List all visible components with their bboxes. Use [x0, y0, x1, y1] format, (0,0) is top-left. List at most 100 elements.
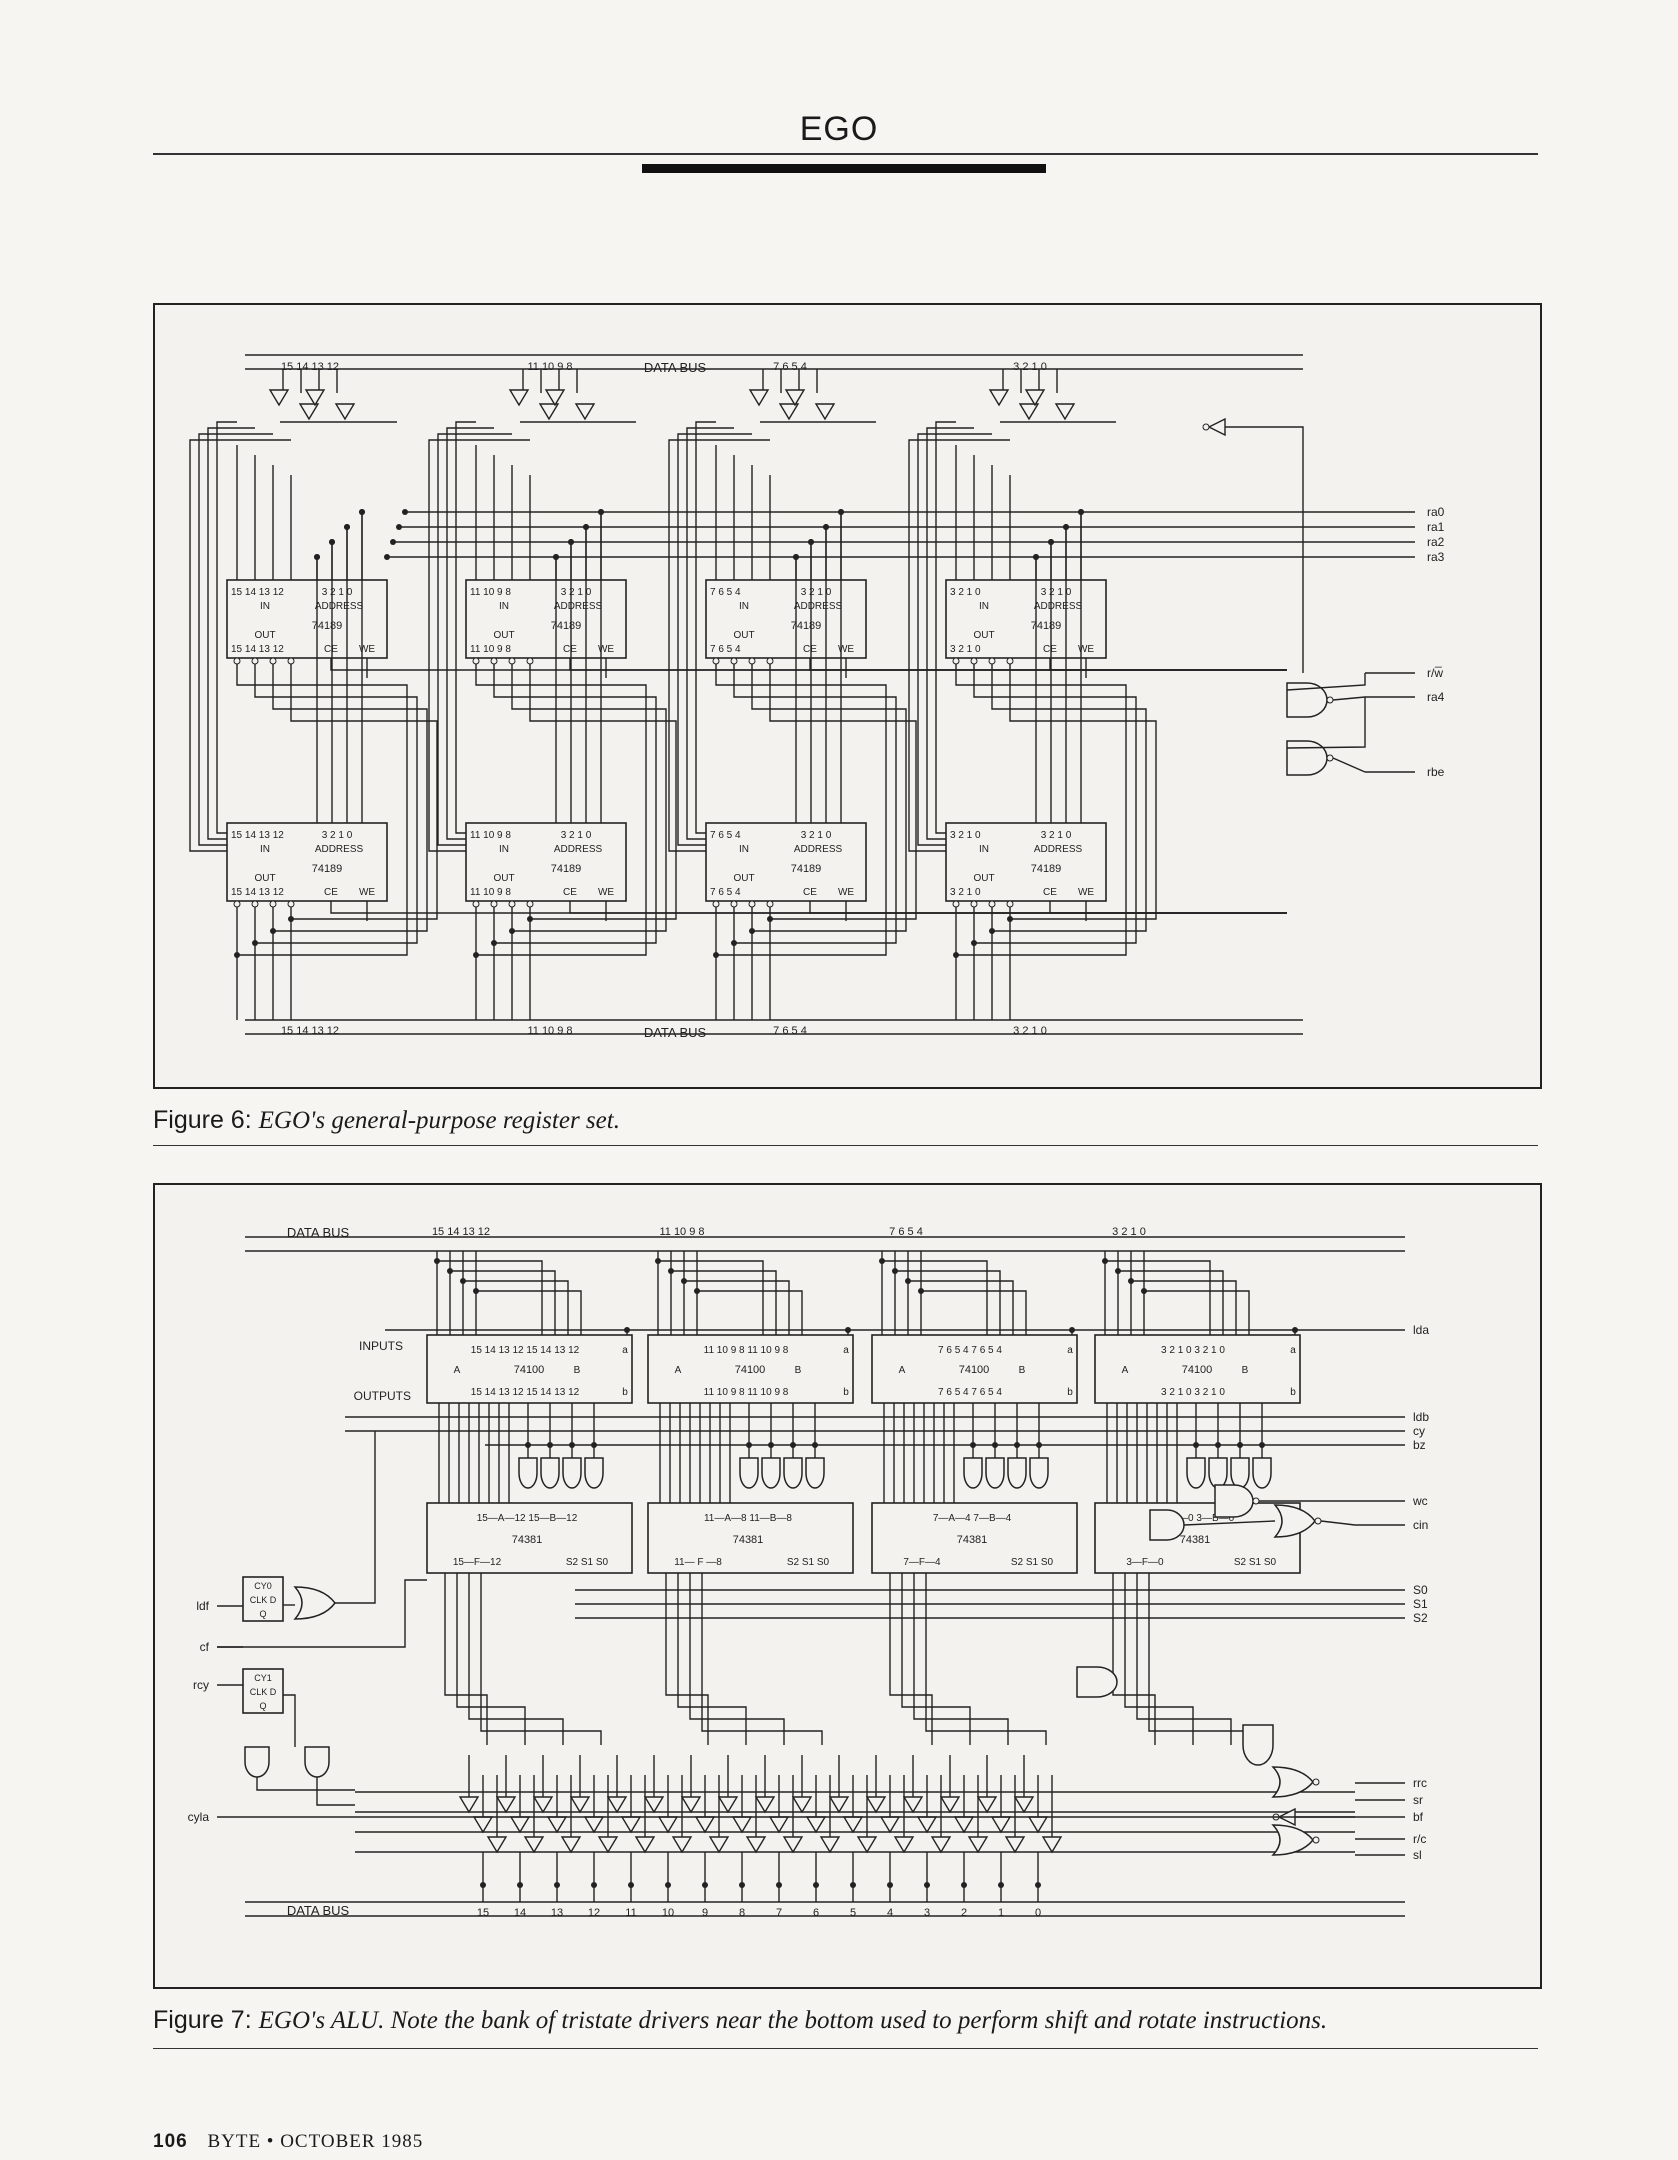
tristate-buffer-1-3 — [574, 403, 596, 421]
junction — [252, 940, 258, 946]
tristate-buffer-2-0 — [748, 389, 770, 407]
tristate-buffer-3-1 — [1018, 403, 1040, 421]
junction — [591, 1882, 597, 1888]
chip-address-numbers: 3 2 1 0 — [801, 587, 832, 598]
chip-we-label: WE — [598, 887, 614, 898]
wire — [1320, 1520, 1356, 1526]
alu-part-number: 74381 — [733, 1534, 764, 1546]
bottom-bit-number: 11 — [625, 1907, 636, 1919]
shift-driver-mid-10 — [842, 1816, 864, 1834]
junction — [953, 952, 959, 958]
shift-driver-mid-5 — [657, 1816, 679, 1834]
signal-label-rc: r/c — [1413, 1832, 1426, 1846]
chip-part-number: 74189 — [1031, 863, 1062, 875]
tristate-buffer-2-2 — [784, 389, 806, 407]
shift-driver-top-9 — [791, 1796, 813, 1814]
ff-cy0-name: CY0 — [254, 1581, 272, 1591]
chip-address-label: ADDRESS — [315, 601, 364, 612]
chip-address-numbers: 3 2 1 0 — [801, 830, 832, 841]
output-bubble — [712, 900, 720, 908]
junction — [569, 1442, 575, 1448]
junction — [823, 524, 829, 530]
junction — [1237, 1442, 1243, 1448]
chip-we-label: WE — [359, 887, 375, 898]
junction — [768, 1442, 774, 1448]
output-bubble — [472, 657, 480, 665]
zero-detect-gate — [783, 1457, 803, 1489]
mux-b-pin: b — [843, 1387, 849, 1398]
figure-6-label: Figure 6: — [153, 1106, 252, 1134]
flip-flop-cy1 — [242, 1668, 284, 1714]
flip-flop-cy0 — [242, 1576, 284, 1622]
output-bubble — [233, 657, 241, 665]
zero-detect-gate — [761, 1457, 781, 1489]
zero-detect-gate — [1007, 1457, 1027, 1489]
shift-driver-mid-6 — [694, 1816, 716, 1834]
chip-in-numbers: 7 6 5 4 — [710, 830, 741, 841]
junction — [480, 1882, 486, 1888]
chip-part-number: 74189 — [551, 863, 582, 875]
inverter-bubble — [1252, 1497, 1260, 1505]
tristate-buffer-2-1 — [778, 403, 800, 421]
chip-in-label: IN — [979, 844, 989, 855]
shift-driver-top-8 — [754, 1796, 776, 1814]
junction — [887, 1882, 893, 1888]
or-gate-cin — [1273, 1504, 1316, 1538]
mux-a-pin: a — [622, 1345, 628, 1356]
wire — [1225, 426, 1304, 673]
junction — [525, 1442, 531, 1448]
wire — [189, 439, 291, 852]
alu-part-number: 74381 — [512, 1534, 543, 1546]
junction — [813, 1882, 819, 1888]
shift-driver-mid-0 — [472, 1816, 494, 1834]
signal-label-lda: lda — [1413, 1323, 1429, 1337]
shift-driver-bot-6 — [708, 1836, 730, 1854]
bottom-bit-number: 4 — [887, 1907, 893, 1919]
output-bubble — [269, 657, 277, 665]
mux-output-numbers: 7 6 5 4 7 6 5 4 — [938, 1387, 1002, 1398]
chip-out-numbers: 3 2 1 0 — [950, 887, 981, 898]
mux-b-label: B — [1019, 1365, 1026, 1376]
ff-cy1-q: Q — [259, 1701, 266, 1711]
chip-we-label: WE — [1078, 887, 1094, 898]
tristate-buffer-0-3 — [334, 403, 356, 421]
signal-label-rcy: rcy — [193, 1678, 209, 1692]
wire — [1183, 1520, 1276, 1526]
junction — [1033, 554, 1039, 560]
wire — [217, 1579, 427, 1648]
junction — [1292, 1327, 1298, 1333]
bottom-bit-number: 3 — [924, 1907, 930, 1919]
junction — [591, 1442, 597, 1448]
bottom-bit-number: 6 — [813, 1907, 819, 1919]
chip-out-label: OUT — [254, 630, 275, 641]
mux-output-numbers: 11 10 9 8 11 10 9 8 — [704, 1387, 789, 1398]
zero-detect-gate — [1230, 1457, 1250, 1489]
mux-part-number: 74100 — [1182, 1364, 1213, 1376]
wire — [921, 1290, 1027, 1335]
wire — [913, 1573, 1009, 1745]
shift-driver-top-5 — [643, 1796, 665, 1814]
header-bar — [642, 164, 1046, 173]
wire — [529, 664, 677, 920]
or-gate-rrc — [1271, 1766, 1314, 1798]
output-bubble — [526, 657, 534, 665]
chip-part-number: 74189 — [1031, 620, 1062, 632]
wire — [926, 427, 974, 840]
zero-detect-gate — [963, 1457, 983, 1489]
caption-rule-2 — [153, 2048, 1538, 2049]
chip-part-number: 74189 — [551, 620, 582, 632]
mux-a-label: A — [675, 1365, 682, 1376]
tristate-buffer-0-1 — [298, 403, 320, 421]
caption-rule — [153, 1145, 1538, 1146]
junction — [924, 1882, 930, 1888]
junction — [1102, 1258, 1108, 1264]
wire — [1112, 1573, 1156, 1745]
bottom-bit-number: 10 — [662, 1907, 674, 1919]
junction — [1007, 916, 1013, 922]
junction — [746, 1442, 752, 1448]
wire — [671, 1270, 777, 1335]
chip-in-label: IN — [260, 844, 270, 855]
wire — [1332, 696, 1366, 701]
